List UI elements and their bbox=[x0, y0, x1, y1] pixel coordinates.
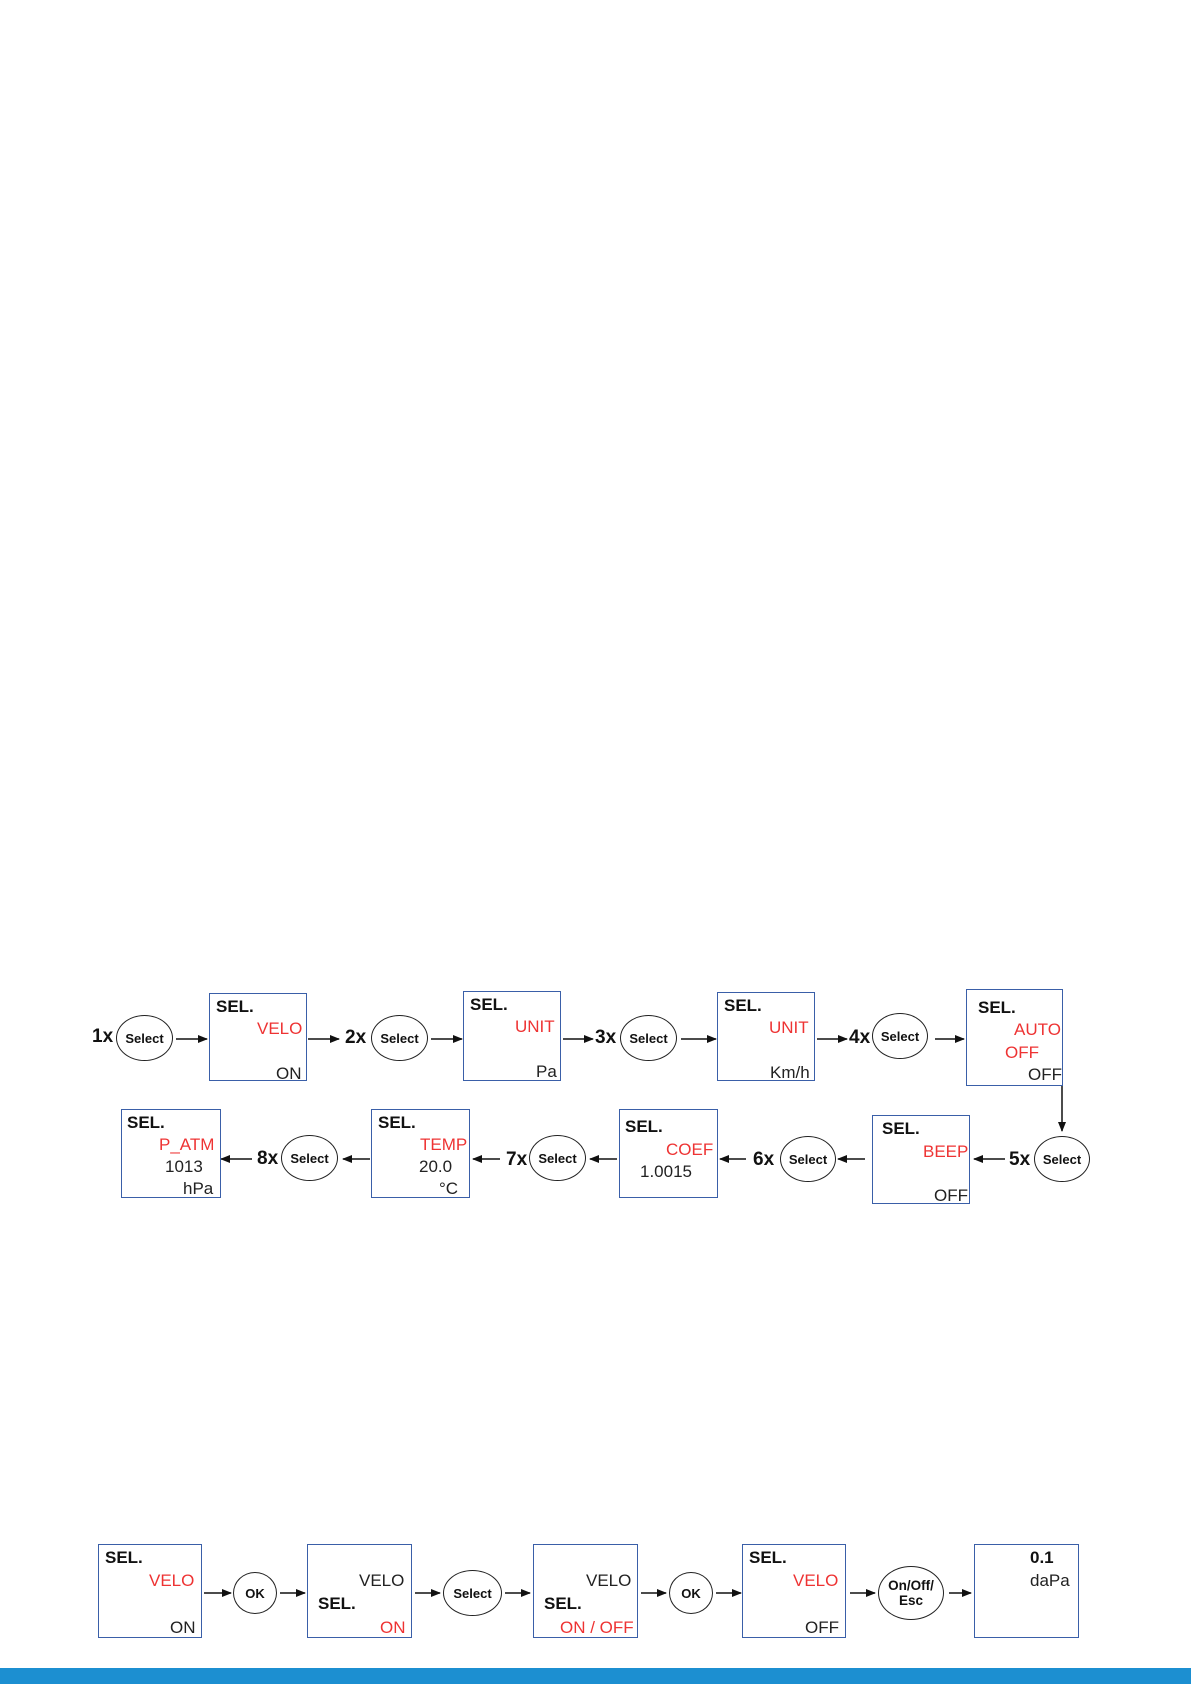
footer-bar bbox=[0, 1668, 1191, 1684]
press-count-6: 6x bbox=[753, 1149, 775, 1170]
display-screen-unit-kmh: SEL. UNIT Km/h bbox=[717, 992, 815, 1082]
press-count-5: 5x bbox=[1009, 1149, 1031, 1170]
select-button[interactable]: Select bbox=[780, 1136, 836, 1182]
select-button[interactable]: Select bbox=[116, 1015, 173, 1061]
menu-unit-text: hPa bbox=[183, 1179, 214, 1198]
menu-item-text: UNIT bbox=[769, 1018, 809, 1037]
select-button[interactable]: Select bbox=[529, 1135, 586, 1181]
measurement-value: 0.1 bbox=[1030, 1548, 1054, 1567]
menu-value-text: 1013 bbox=[165, 1157, 203, 1176]
menu-value-text: 20.0 bbox=[419, 1157, 453, 1176]
press-count-7: 7x bbox=[506, 1149, 528, 1170]
menu-item-text: VELO bbox=[257, 1019, 303, 1038]
sel-label: SEL. bbox=[105, 1548, 143, 1567]
ok-button[interactable]: OK bbox=[233, 1572, 277, 1614]
on-off-esc-button[interactable]: On/Off/ Esc bbox=[878, 1566, 944, 1620]
select-button[interactable]: Select bbox=[620, 1015, 677, 1061]
display-screen-auto-off: SEL. AUTO OFF OFF bbox=[966, 989, 1063, 1086]
display-screen-velo-off: SEL. VELO OFF bbox=[742, 1544, 846, 1638]
select-button[interactable]: Select bbox=[371, 1015, 428, 1061]
press-count-8: 8x bbox=[257, 1148, 279, 1169]
press-count-3: 3x bbox=[595, 1027, 617, 1048]
menu-item-text: OFF bbox=[1005, 1043, 1039, 1062]
sel-label: SEL. bbox=[882, 1119, 920, 1138]
menu-unit-text: °C bbox=[439, 1179, 459, 1198]
menu-value-text: OFF bbox=[805, 1618, 839, 1637]
display-screen-velo-sel-on: VELO SEL. ON bbox=[307, 1544, 412, 1638]
menu-value-text: Pa bbox=[536, 1062, 557, 1081]
menu-value-text: 1.0015 bbox=[640, 1162, 692, 1181]
measurement-unit: daPa bbox=[1030, 1571, 1070, 1590]
menu-item-text: AUTO bbox=[1014, 1020, 1061, 1039]
menu-value-text: ON / OFF bbox=[560, 1618, 634, 1637]
sel-label: SEL. bbox=[749, 1548, 787, 1567]
display-screen-velo-on: SEL. VELO ON bbox=[98, 1544, 202, 1638]
menu-item-text: UNIT bbox=[515, 1017, 555, 1036]
display-screen-temp: SEL. TEMP 20.0 °C bbox=[371, 1109, 470, 1198]
sel-label: SEL. bbox=[978, 998, 1016, 1017]
display-screen-velo-on: SEL. VELO ON bbox=[209, 993, 307, 1083]
menu-item-text: P_ATM bbox=[159, 1135, 215, 1154]
sel-label: SEL. bbox=[127, 1113, 165, 1132]
display-screen-coef: SEL. COEF 1.0015 bbox=[619, 1109, 718, 1198]
menu-value-text: ON bbox=[380, 1618, 406, 1637]
sel-label: SEL. bbox=[544, 1594, 582, 1613]
menu-item-text: TEMP bbox=[420, 1135, 468, 1154]
menu-value-text: ON bbox=[170, 1618, 196, 1637]
menu-value-text: OFF bbox=[934, 1186, 968, 1205]
menu-item-text: BEEP bbox=[923, 1142, 969, 1161]
sel-label: SEL. bbox=[378, 1113, 416, 1132]
menu-item-text: VELO bbox=[793, 1571, 839, 1590]
menu-item-text: VELO bbox=[149, 1571, 195, 1590]
menu-value-text: ON bbox=[276, 1064, 302, 1083]
display-screen-p-atm: SEL. P_ATM 1013 hPa bbox=[121, 1109, 221, 1198]
display-screen-unit-pa: SEL. UNIT Pa bbox=[463, 991, 561, 1081]
ok-button[interactable]: OK bbox=[669, 1572, 713, 1614]
select-button[interactable]: Select bbox=[1034, 1136, 1090, 1182]
select-button[interactable]: Select bbox=[443, 1570, 502, 1616]
select-button[interactable]: Select bbox=[872, 1013, 928, 1059]
sel-label: SEL. bbox=[625, 1117, 663, 1136]
press-count-4: 4x bbox=[849, 1027, 871, 1048]
sel-label: SEL. bbox=[470, 995, 508, 1014]
menu-item-text: VELO bbox=[359, 1571, 405, 1590]
press-count-1: 1x bbox=[92, 1026, 114, 1047]
display-screen-beep-off: SEL. BEEP OFF bbox=[872, 1115, 970, 1205]
sel-label: SEL. bbox=[318, 1594, 356, 1613]
menu-value-text: OFF bbox=[1028, 1065, 1062, 1084]
menu-item-text: COEF bbox=[666, 1140, 714, 1159]
display-screen-velo-sel-on-off: VELO SEL. ON / OFF bbox=[533, 1544, 638, 1638]
menu-value-text: Km/h bbox=[770, 1063, 810, 1082]
display-screen-measurement: 0.1 daPa bbox=[974, 1544, 1079, 1638]
sel-label: SEL. bbox=[724, 996, 762, 1015]
press-count-2: 2x bbox=[345, 1027, 367, 1048]
select-button[interactable]: Select bbox=[281, 1135, 338, 1181]
menu-item-text: VELO bbox=[586, 1571, 632, 1590]
sel-label: SEL. bbox=[216, 997, 254, 1016]
